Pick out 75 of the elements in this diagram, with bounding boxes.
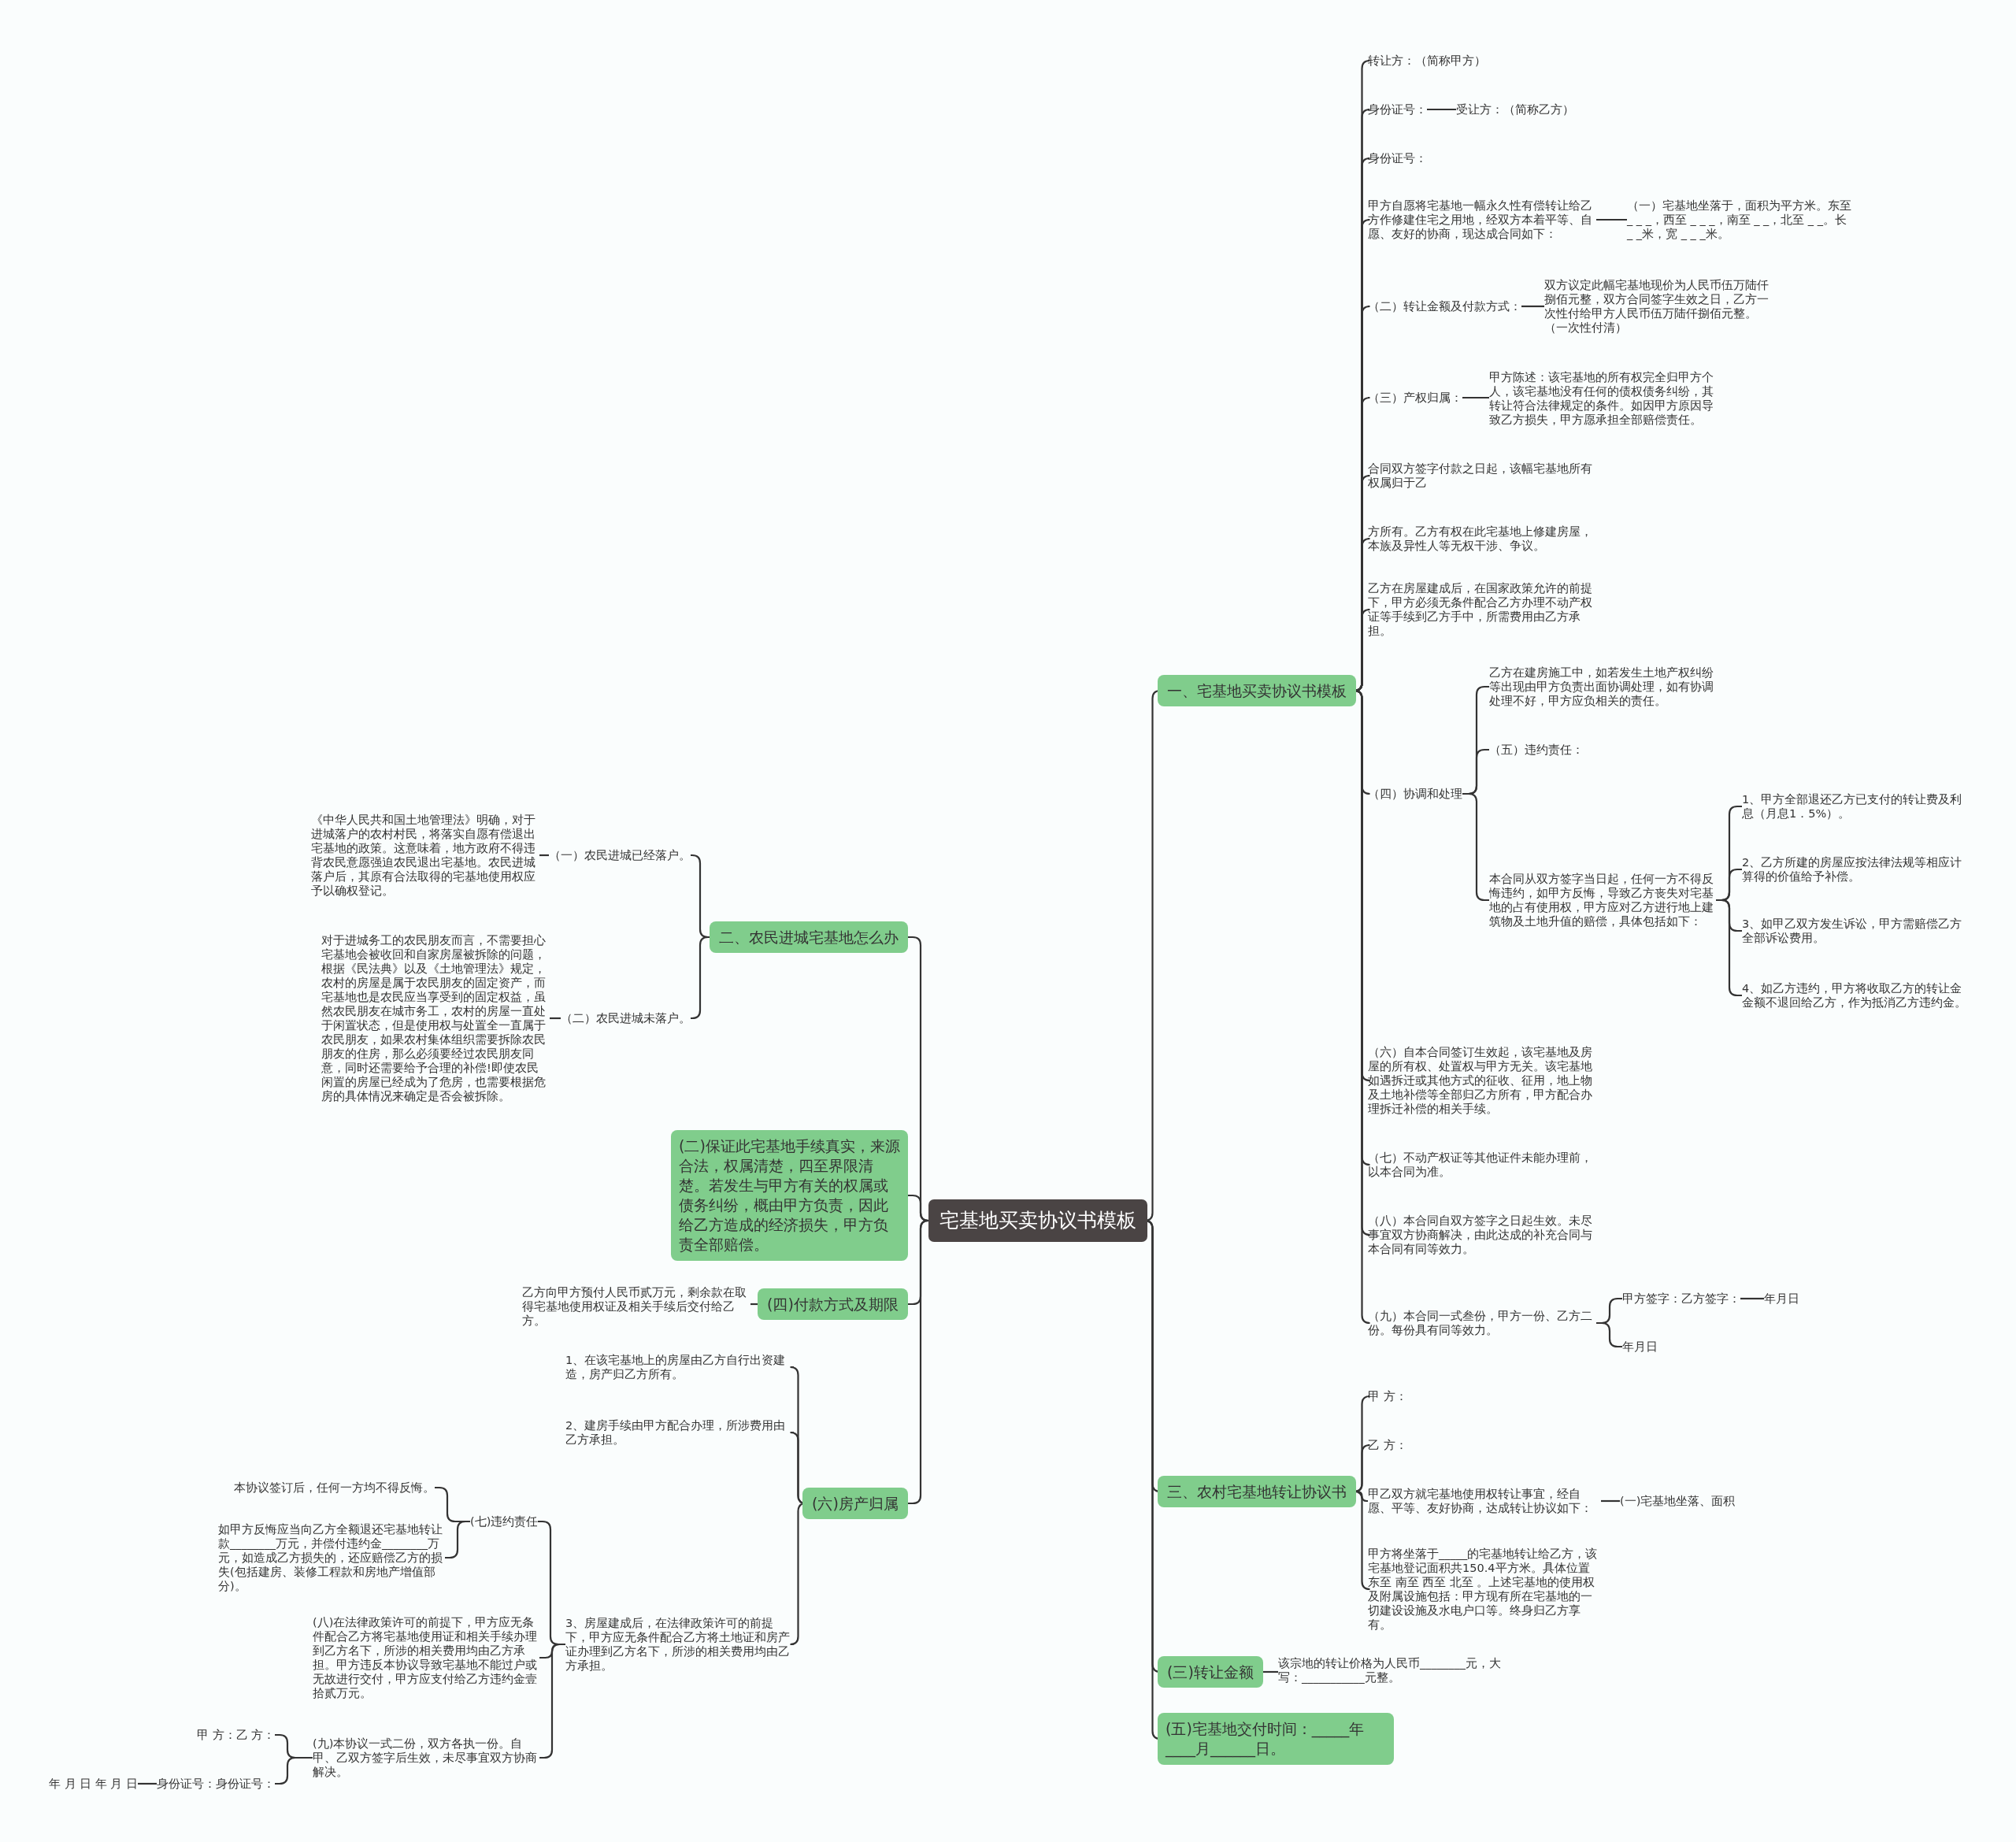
branch-text: 3、房屋建成后，在法律政策许可的前提下，甲方应无条件配合乙方将土地证和房产证办理到乙方名下，所涉的相关费用均由乙方承担。 <box>565 1616 794 1673</box>
branch-text: 甲 方：乙 方： <box>197 1728 276 1742</box>
branch-text: 乙方向甲方预付人民币贰万元，剩余款在取得宅基地使用权证及相关手续后交付给乙方。 <box>522 1285 750 1328</box>
branch-text: （三）产权归属： <box>1368 391 1462 405</box>
branch-text: 本协议签订后，任何一方均不得反悔。 <box>234 1481 435 1495</box>
branch-text: 乙方在房屋建成后，在国家政策允许的前提下，甲方必须无条件配合乙方办理不动产权证等手续到乙方手中，所需费用由乙方承担。 <box>1368 581 1596 638</box>
branch-text: （八）本合同自双方签字之日起生效。未尽事宜双方协商解决，由此达成的补充合同与本合同有同等效力。 <box>1368 1214 1596 1256</box>
branch-text: 甲方自愿将宅基地一幅永久性有偿转让给乙方作修建住宅之用地，经双方本着平等、自愿、友好的协商，现达成合同如下： <box>1368 198 1596 241</box>
connector-line <box>1263 1670 1278 1673</box>
branch-text: （五）违约责任： <box>1489 743 1584 757</box>
branch-text: 年月日 <box>1764 1292 1799 1306</box>
branch-text: 乙方在建房施工中，如若发生土地产权纠纷等出现由甲方负责出面协调处理，如有协调处理不好，甲方应负相关的责任。 <box>1489 665 1716 708</box>
connector-line <box>138 1782 157 1785</box>
branch-text: 乙 方： <box>1368 1438 1407 1452</box>
topic-box: 二、农民进城宅基地怎么办 <box>710 921 908 953</box>
branch-text: （九）本合同一式叁份，甲方一份、乙方二份。每份具有同等效力。 <box>1368 1309 1596 1337</box>
connector-line <box>1521 305 1544 308</box>
connector-line <box>750 1303 758 1306</box>
connector-line <box>550 1017 561 1020</box>
branch-text: 甲方签字：乙方签字： <box>1622 1292 1740 1306</box>
branch-text: （六）自本合同签订生效起，该宅基地及房屋的所有权、处置权与甲方无关。该宅基地如遇拆迁或其他方式的征收、征用，地上物及土地补偿等全部归乙方所有，甲方配合办理拆迁补偿的相关手续。 <box>1368 1045 1596 1116</box>
branch-text: 受让方：（简称乙方） <box>1456 102 1574 117</box>
branch-text: 该宗地的转让价格为人民币________元，大写：___________元整。 <box>1278 1656 1503 1684</box>
branch-text: （二）农民进城未落户。 <box>561 1011 691 1025</box>
branch-text: 甲乙双方就宅基地使用权转让事宜，经自愿、平等、友好协商，达成转让协议如下： <box>1368 1487 1601 1515</box>
branch-text: 如甲方反悔应当向乙方全额退还宅基地转让款________万元，并偿付违约金________万元，如造成乙方损失的，还应赔偿乙方的损失(包括建房、装修工程款和房地产增值部分)。 <box>218 1522 445 1593</box>
branch-text: 合同双方签字付款之日起，该幅宅基地所有权属归于乙 <box>1368 461 1596 490</box>
topic-box: 一、宅基地买卖协议书模板 <box>1158 675 1356 706</box>
branch-text: 对于进城务工的农民朋友而言，不需要担心宅基地会被收回和自家房屋被拆除的问题，根据《民法典》以及《土地管理法》规定，农村的房屋是属于农民朋友的固定资产，而宅基地也是农民应当享受到的固定权益，虽然农民朋友在城市务工，农村的房屋一直处于闲置状态，但是使用权与处置全一直属于农民朋友，如果农村集体组织需要拆除农民朋友的住房，那么必须要经过农民朋友同意，同时还需要给予合理的补偿!即使农民闲置的房屋已经成为了危房，也需要根据危房的具体情况来确定是否会被拆除。 <box>321 933 550 1103</box>
branch-text: 2、建房手续由甲方配合办理，所涉费用由乙方承担。 <box>565 1418 794 1447</box>
topic-box: (二)保证此宅基地手续真实，来源合法，权属清楚，四至界限清楚。若发生与甲方有关的权属或债务纠纷，概由甲方负责，因此给乙方造成的经济损失，甲方负责全部赔偿。 <box>671 1130 908 1261</box>
topic-box: (三)转让金额 <box>1158 1656 1263 1688</box>
branch-text: (七)违约责任 <box>470 1514 539 1529</box>
topic-box: (四)付款方式及期限 <box>758 1288 908 1320</box>
connector-line <box>539 854 549 857</box>
topic-box: (六)房产归属 <box>802 1488 908 1519</box>
branch-text: 甲 方： <box>1368 1389 1407 1403</box>
branch-text: 甲方陈述：该宅基地的所有权完全归甲方个人，该宅基地没有任何的债权债务纠纷，其转让符合法律规定的条件。如因甲方原因导致乙方损失，甲方愿承担全部赔偿责任。 <box>1489 370 1716 427</box>
branch-text: 2、乙方所建的房屋应按法律法规等相应计算得的价值给予补偿。 <box>1742 855 1966 884</box>
connector-line <box>1596 1321 1622 1348</box>
branch-text: 年 月 日 年 月 日 <box>49 1777 139 1791</box>
connector-line <box>445 1520 470 1559</box>
connector-line <box>1596 218 1627 221</box>
branch-text: 身份证号： <box>1368 102 1427 117</box>
branch-text: 双方议定此幅宅基地现价为人民币伍万陆仟捌佰元整，双方合同签字生效之日，乙方一次性付给甲方人民币伍万陆仟捌佰元整。（一次性付清） <box>1544 278 1771 335</box>
topic-box: 三、农村宅基地转让协议书 <box>1158 1476 1356 1507</box>
branch-text: 1、甲方全部退还乙方已支付的转让费及利息（月息1．5%）。 <box>1742 792 1966 821</box>
branch-text: 《中华人民共和国土地管理法》明确，对于进城落户的农村村民，将落实自愿有偿退出宅基地的政策。这意味着，地方政府不得违背农民意愿强迫农民退出宅基地。农民进城落户后，其原有合法取得的宅基地使用权应予以确权登记。 <box>311 813 539 898</box>
branch-text: （七）不动产权证等其他证件未能办理前，以本合同为准。 <box>1368 1151 1596 1179</box>
branch-text: 身份证号：身份证号： <box>157 1777 275 1791</box>
connector-line <box>691 936 710 1020</box>
branch-text: （一）宅基地坐落于，面积为平方米。东至 _ _ _，西至 _ _ _，南至 _ _，北至 _ _。长 _ _米，宽 _ _ _米。 <box>1627 198 1851 241</box>
connector-line <box>275 1756 313 1785</box>
branch-text: （一）农民进城已经落户。 <box>549 848 691 862</box>
branch-text: (八)在法律政策许可的前提下，甲方应无条件配合乙方将宅基地使用证和相关手续办理到乙方名下，所涉的相关费用均由乙方承担。甲方违反本协议导致宅基地不能过户或无故进行交付，甲方应支付给乙方违约金壹拾贰万元。 <box>313 1615 539 1700</box>
branch-text: 身份证号： <box>1368 151 1427 165</box>
branch-text: 年月日 <box>1622 1340 1658 1354</box>
connector-line <box>1740 1297 1764 1300</box>
branch-text: 4、如乙方违约，甲方将收取乙方的转让金金额不退回给乙方，作为抵消乙方违约金。 <box>1742 981 1966 1010</box>
branch-text: 转让方：（简称甲方） <box>1368 54 1486 68</box>
central-topic-box: 宅基地买卖协议书模板 <box>928 1199 1147 1242</box>
connector-line <box>1601 1499 1620 1503</box>
topic-box: (五)宅基地交付时间：_____年____月______日。 <box>1158 1713 1394 1765</box>
branch-text: 本合同从双方签字当日起，任何一方不得反悔违约，如甲方反悔，导致乙方丧失对宅基地的占有使用权，甲方应对乙方进行地上建筑物及土地升值的赔偿，具体包括如下： <box>1489 872 1716 928</box>
connector-line <box>908 1219 930 1505</box>
branch-text: （四）协调和处理 <box>1368 787 1462 801</box>
branch-text: (九)本协议一式二份，双方各执一份。自甲、乙双方签字后生效，未尽事宜双方协商解决。 <box>313 1736 539 1779</box>
branch-text: 方所有。乙方有权在此宅基地上修建房屋，本族及异性人等无权干涉、争议。 <box>1368 524 1596 553</box>
branch-text: 3、如甲乙双方发生诉讼，甲方需赔偿乙方全部诉讼费用。 <box>1742 917 1966 945</box>
connector-line <box>1462 396 1489 399</box>
branch-text: 甲方将坐落于_____的宅基地转让给乙方，该宅基地登记面积共150.4平方米。具体位置东至 南至 西至 北至 。上述宅基地的使用权及附属设施包括：甲方现有所在宅基地的一切建设设施及水电户口等。终身归乙方享有。 <box>1368 1547 1601 1632</box>
connector-line <box>1427 108 1456 111</box>
branch-text: （二）转让金额及付款方式： <box>1368 299 1521 313</box>
branch-text: 1、在该宅基地上的房屋由乙方自行出资建造，房产归乙方所有。 <box>565 1353 794 1381</box>
branch-text: (一)宅基地坐落、面积 <box>1620 1494 1736 1508</box>
